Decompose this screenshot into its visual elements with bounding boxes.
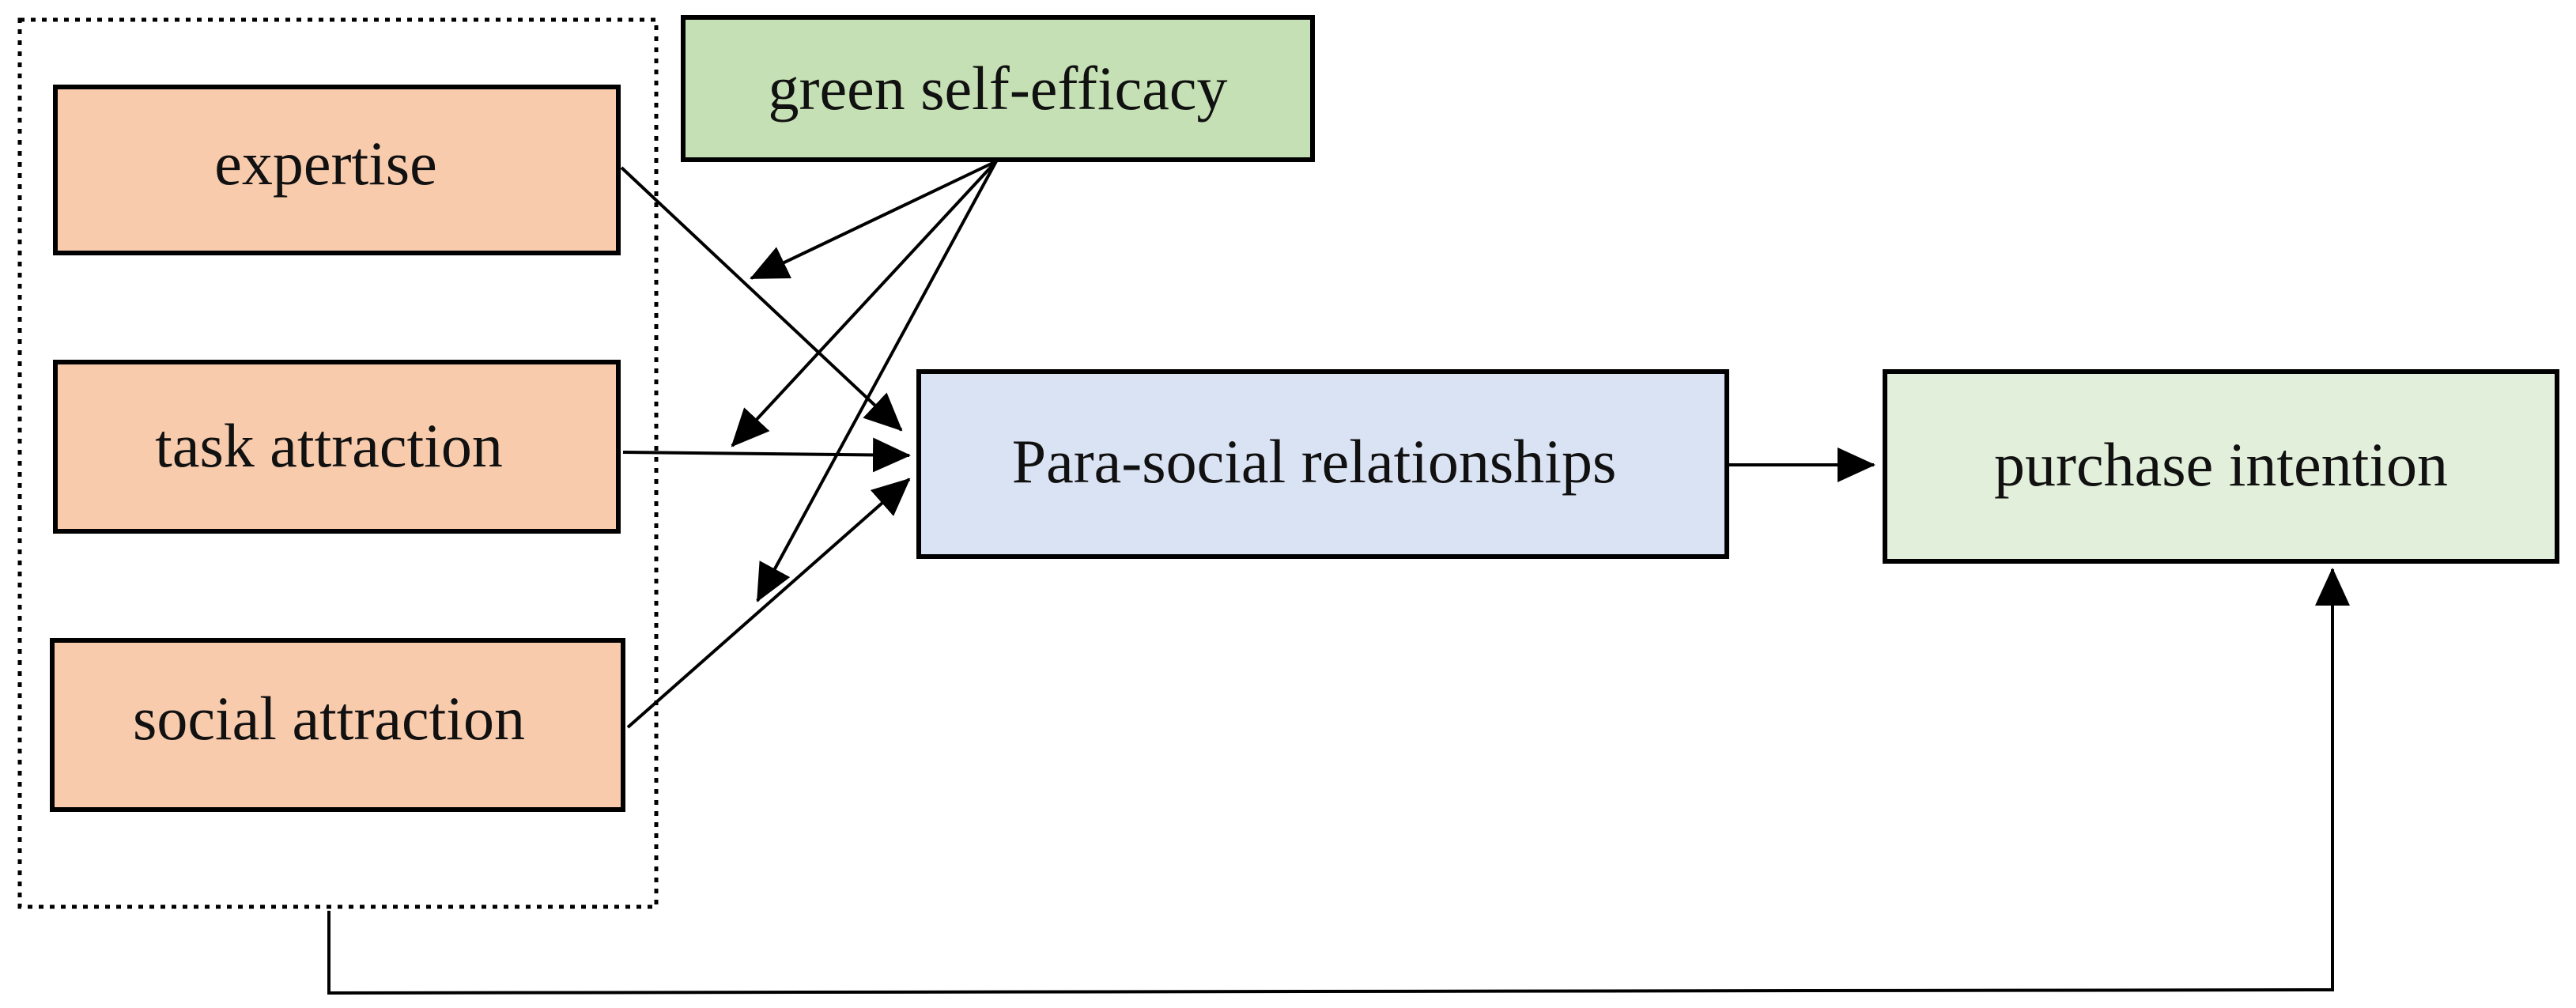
- node-purchase-intention-label: purchase intention: [1994, 430, 2448, 499]
- node-green-self-efficacy-label: green self-efficacy: [768, 54, 1227, 123]
- antecedents-group-border: [17, 17, 659, 909]
- node-para-social-relationships: Para-social relationships: [916, 369, 1729, 559]
- arrow-moderator-to-social-attraction-path: [756, 160, 998, 602]
- node-social-attraction: social attraction: [50, 638, 625, 812]
- arrow-moderator-to-task-attraction-path: [731, 160, 998, 447]
- arrow-task-attraction-to-para-social: [622, 437, 911, 473]
- arrow-moderator-to-expertise-path: [750, 160, 997, 280]
- node-task-attraction-label: task attraction: [155, 411, 503, 480]
- node-social-attraction-label: social attraction: [133, 684, 525, 753]
- node-para-social-relationships-label: Para-social relationships: [1012, 427, 1617, 496]
- node-purchase-intention: purchase intention: [1883, 369, 2559, 564]
- node-green-self-efficacy: green self-efficacy: [681, 15, 1315, 162]
- node-expertise-label: expertise: [214, 129, 437, 198]
- arrow-antecedents-to-purchase-intention: [327, 568, 2350, 995]
- arrow-social-attraction-to-para-social: [626, 478, 911, 729]
- arrow-expertise-to-para-social: [620, 166, 903, 432]
- node-task-attraction: task attraction: [53, 360, 621, 534]
- node-expertise: expertise: [53, 85, 621, 255]
